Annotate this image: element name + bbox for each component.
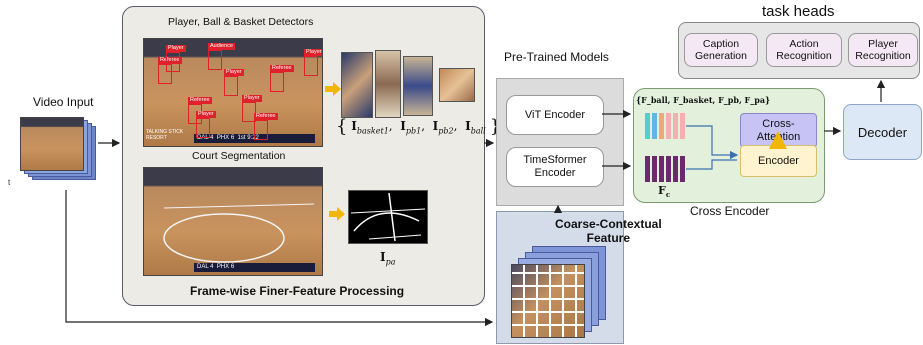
timesformer-encoder-box: TimeSformer Encoder (506, 147, 604, 187)
detector-tag: Player (304, 49, 322, 56)
video-input-stack (18, 114, 108, 194)
cross-attention-box: Cross- Attention (740, 113, 817, 148)
detector-box (242, 102, 256, 122)
yellow-arrow-seg (329, 207, 345, 226)
detector-tag: Player (242, 95, 262, 102)
segmentation-mask (348, 190, 428, 244)
sponsor-text: TALKING STICK RESORT (146, 129, 184, 141)
detector-tag: Player (196, 111, 216, 118)
video-input-label: Video Input (33, 95, 94, 109)
detector-tag: Player (166, 45, 186, 52)
detector-tag: Player (224, 69, 244, 76)
detector-box (304, 56, 318, 76)
finer-panel-caption: Frame-wise Finer-Feature Processing (190, 284, 405, 298)
detector-box (254, 120, 268, 140)
encoder-box: Encoder (740, 145, 817, 177)
crop-formula: { Ibasket1, Ipb1, Ipb2, Iball } (336, 116, 501, 137)
detector-tag: Referee (158, 57, 182, 64)
fc-label: Fc (658, 184, 671, 200)
detector-box (208, 50, 222, 70)
detector-box (224, 76, 238, 96)
detector-tag: Referee (254, 113, 278, 120)
segmentation-title: Court Segmentation (192, 150, 286, 162)
detector-box (270, 72, 284, 92)
time-axis-label: t (8, 178, 11, 187)
player-crops (341, 50, 481, 120)
detector-frame: DAL 4 PHX 6 1st 9:22 TALKING STICK RESOR… (143, 38, 323, 147)
detector-tag: Referee (188, 97, 212, 104)
detector-tag: Audience (208, 43, 235, 50)
task-heads-title: task heads (762, 3, 835, 20)
segmentation-frame: DAL 4 PHX 6 (143, 167, 323, 276)
detectors-title: Player, Ball & Basket Detectors (168, 16, 314, 28)
detector-tag: Referee (270, 65, 294, 72)
decoder-box: Decoder (843, 104, 922, 160)
detector-box (196, 118, 210, 138)
detector-box (166, 52, 180, 72)
coarse-patch-stack (510, 246, 610, 341)
yellow-arrow-detect (325, 82, 341, 101)
pretrained-title: Pre-Trained Models (504, 50, 609, 64)
feature-set-label: {F_ball, F_basket, F_pb, F_pa} (636, 95, 771, 105)
cross-encoder-caption: Cross Encoder (690, 204, 770, 218)
vit-encoder-box: ViT Encoder (506, 95, 604, 135)
detector-box (158, 64, 172, 84)
seg-term: Ipa (380, 250, 396, 267)
coarse-feature-label: Coarse-Contextual Feature (555, 217, 662, 245)
